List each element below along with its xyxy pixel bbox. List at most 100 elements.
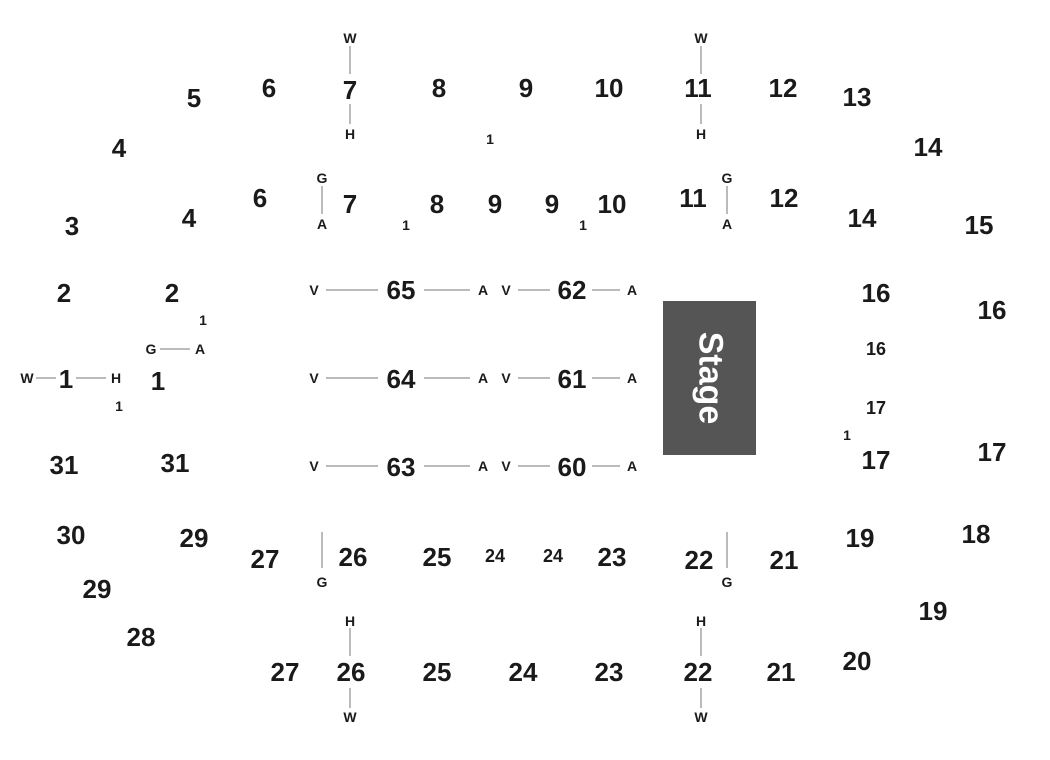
section-upper[interactable]: 13 (842, 82, 872, 112)
section-lower[interactable]: 21 (769, 545, 799, 575)
section-lower[interactable]: 14 (847, 203, 877, 233)
section-upper[interactable]: 5 (186, 83, 202, 113)
aisle-tag: H (344, 126, 356, 142)
section-upper[interactable]: 4 (111, 133, 127, 163)
section-lower[interactable]: 25 (422, 542, 452, 572)
section-upper[interactable]: 12 (768, 73, 798, 103)
section-upper[interactable]: 8 (431, 73, 447, 103)
section-lower[interactable]: 26 (338, 542, 368, 572)
aisle-tag: G (316, 170, 328, 186)
section-lower[interactable]: 16 (865, 339, 887, 359)
section-lower[interactable]: 10 (597, 189, 627, 219)
section-lower[interactable]: 6 (252, 183, 268, 213)
section-lower[interactable]: 17 (861, 445, 891, 475)
aisle-tag: V (501, 458, 511, 474)
section-upper[interactable]: 9 (518, 73, 534, 103)
section-lower[interactable]: 9 (544, 189, 560, 219)
aisle-tag: H (695, 613, 707, 629)
section-lower[interactable]: 7 (342, 189, 358, 219)
section-upper[interactable]: 31 (49, 450, 79, 480)
aisle-tag: G (721, 574, 733, 590)
section-upper[interactable]: 23 (594, 657, 624, 687)
floor-section[interactable]: 60 (557, 452, 587, 482)
section-upper[interactable]: 19 (918, 596, 948, 626)
aisle-tag: W (694, 30, 708, 46)
section-lower[interactable]: 17 (865, 398, 887, 418)
aisle-tag: V (309, 370, 319, 386)
stage-label: Stage (691, 331, 729, 425)
section-upper[interactable]: 30 (56, 520, 86, 550)
section-upper[interactable]: 17 (977, 437, 1007, 467)
section-upper[interactable]: 20 (842, 646, 872, 676)
section-upper[interactable]: 26 (336, 657, 366, 687)
aisle-tag: A (626, 282, 638, 298)
section-upper[interactable]: 2 (56, 278, 72, 308)
aisle-tag: A (316, 216, 328, 232)
aisle-tag: V (501, 282, 511, 298)
section-lower[interactable]: 9 (487, 189, 503, 219)
section-lower[interactable]: 2 (164, 278, 180, 308)
floor-section[interactable]: 62 (557, 275, 587, 305)
row-marker: 1 (843, 427, 851, 443)
aisle-tag: H (344, 613, 356, 629)
section-lower[interactable]: 11 (679, 183, 707, 213)
row-marker: 1 (579, 217, 587, 233)
stage: Stage (663, 301, 756, 455)
aisle-tag: A (477, 282, 489, 298)
aisle-tag: V (309, 458, 319, 474)
aisle-tag: H (695, 126, 707, 142)
section-lower[interactable]: 8 (429, 189, 445, 219)
section-upper[interactable]: 27 (270, 657, 300, 687)
section-lower[interactable]: 1 (150, 366, 166, 396)
aisle-tag: A (477, 458, 489, 474)
section-lower[interactable]: 27 (250, 544, 280, 574)
aisle-tag: W (694, 709, 708, 725)
aisle-tag: G (145, 341, 157, 357)
section-upper[interactable]: 14 (913, 132, 943, 162)
row-marker: 1 (486, 131, 494, 147)
section-upper[interactable]: 18 (961, 519, 991, 549)
section-lower[interactable]: 29 (179, 523, 209, 553)
row-marker: 1 (115, 398, 123, 414)
section-upper[interactable]: 22 (683, 657, 713, 687)
section-lower[interactable]: 31 (160, 448, 190, 478)
aisle-tag: V (309, 282, 319, 298)
aisle-tag: G (721, 170, 733, 186)
section-lower[interactable]: 19 (845, 523, 875, 553)
section-upper[interactable]: 6 (261, 73, 277, 103)
section-upper[interactable]: 10 (594, 73, 624, 103)
section-upper[interactable]: 15 (964, 210, 994, 240)
floor-section[interactable]: 63 (386, 452, 416, 482)
section-lower[interactable]: 23 (597, 542, 627, 572)
aisle-tag: A (721, 216, 733, 232)
aisle-tag: W (343, 709, 357, 725)
section-lower[interactable]: 4 (181, 203, 197, 233)
section-upper[interactable]: 29 (82, 574, 112, 604)
section-upper[interactable]: 24 (508, 657, 538, 687)
section-upper[interactable]: 7 (342, 75, 358, 105)
aisle-tag: H (110, 370, 122, 386)
floor-section[interactable]: 65 (386, 275, 416, 305)
row-marker: 1 (199, 312, 207, 328)
floor-section[interactable]: 61 (557, 364, 587, 394)
section-upper[interactable]: 11 (684, 73, 712, 103)
section-upper[interactable]: 28 (126, 622, 156, 652)
section-upper[interactable]: 25 (422, 657, 452, 687)
section-lower[interactable]: 22 (684, 545, 714, 575)
section-lower[interactable]: 16 (861, 278, 891, 308)
section-upper[interactable]: 16 (977, 295, 1007, 325)
section-lower[interactable]: 24 (542, 546, 564, 566)
aisle-tag: A (626, 458, 638, 474)
aisle-tag: W (20, 370, 34, 386)
section-upper[interactable]: 3 (64, 211, 80, 241)
section-lower[interactable]: 24 (484, 546, 506, 566)
aisle-tag: A (477, 370, 489, 386)
floor-section[interactable]: 64 (386, 364, 416, 394)
aisle-tag: W (343, 30, 357, 46)
section-upper[interactable]: 21 (766, 657, 796, 687)
section-lower[interactable]: 12 (769, 183, 799, 213)
aisle-tag: A (194, 341, 206, 357)
section-upper[interactable]: 1 (58, 364, 74, 394)
